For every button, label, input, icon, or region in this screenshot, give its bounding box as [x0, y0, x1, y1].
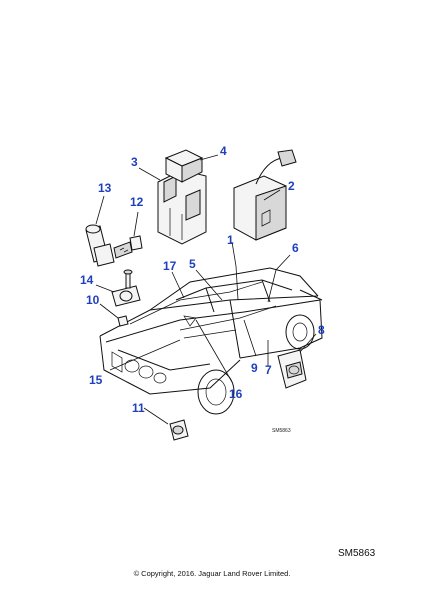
callout-1: 1: [227, 233, 234, 247]
callout-6: 6: [292, 241, 299, 255]
car-illustration: [99, 267, 323, 415]
callout-13: 13: [98, 181, 112, 195]
callout-16: 16: [229, 387, 243, 401]
callout-2: 2: [288, 179, 295, 193]
callout-8: 8: [318, 323, 325, 337]
callout-7: 7: [265, 363, 272, 377]
callout-4: 4: [220, 144, 227, 158]
callout-14: 14: [80, 273, 94, 287]
callout-3: 3: [131, 155, 138, 169]
leader-lines: [95, 154, 317, 425]
callout-5: 5: [189, 257, 196, 271]
control-module: [233, 149, 297, 241]
copyright-notice: © Copyright, 2016. Jaguar Land Rover Lim…: [133, 569, 291, 578]
small-clip: [117, 315, 129, 327]
grommet-clip: [169, 419, 189, 441]
callout-9: 9: [251, 361, 258, 375]
callout-17: 17: [163, 259, 177, 273]
figure-reference: SM5863: [338, 548, 376, 559]
harness-clip: [277, 349, 307, 389]
callout-10: 10: [86, 293, 100, 307]
bracket-assembly: [157, 149, 207, 245]
callout-12: 12: [130, 195, 144, 209]
clamp-bolt: [111, 269, 141, 307]
callout-11: 11: [132, 401, 145, 415]
sensor-connector: [85, 224, 143, 267]
callout-15: 15: [89, 373, 103, 387]
callout-labels: 1 2 3 4 5 6 7 8 9 10 11 12 13 14 15 16 1…: [80, 144, 325, 415]
inner-reference-code: SM5863: [272, 428, 291, 434]
